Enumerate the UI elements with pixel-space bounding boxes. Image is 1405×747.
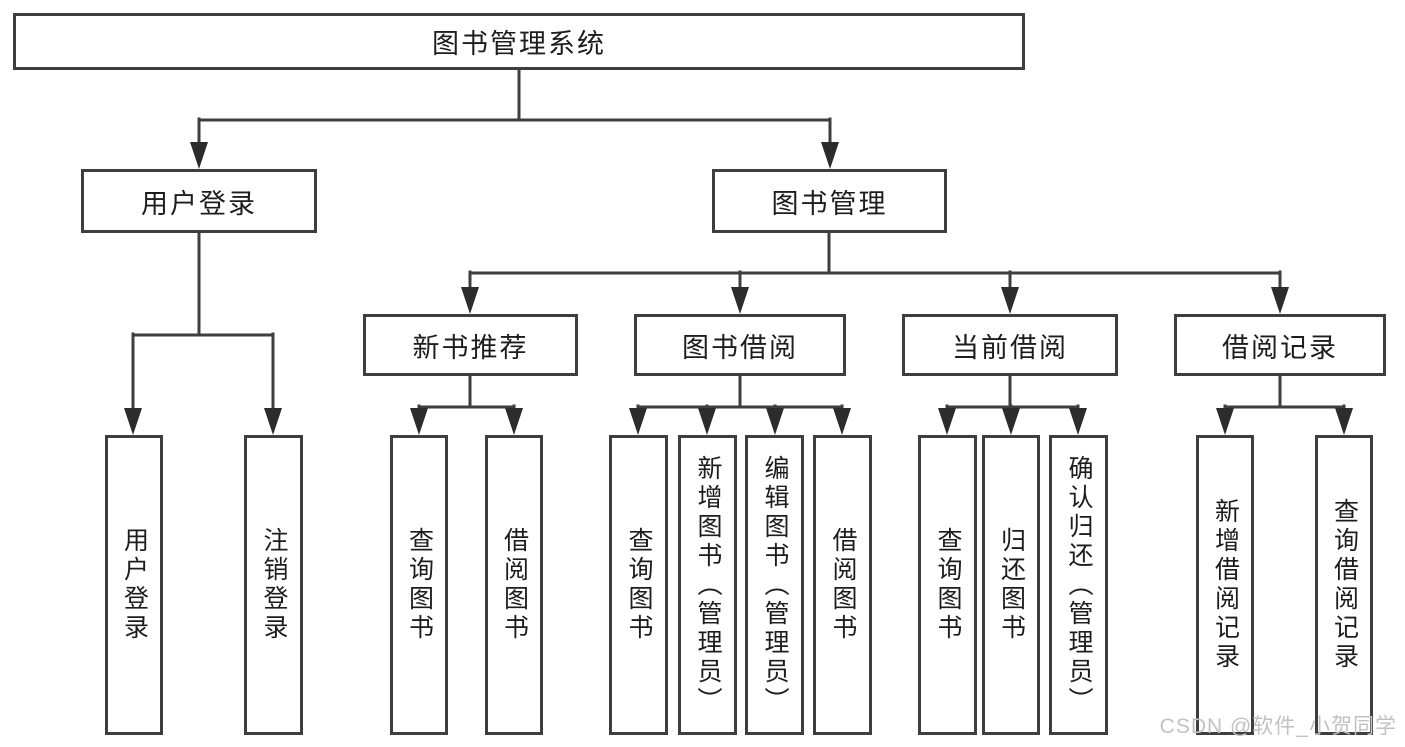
node-book-borrowing-label: 图书借阅 — [682, 332, 798, 363]
leaf-return-books-label: 归还图书 — [997, 527, 1026, 643]
leaf-query-books-current: 查询图书 — [918, 435, 977, 735]
node-root-label: 图书管理系统 — [432, 29, 606, 59]
node-borrowing-records-label: 借阅记录 — [1222, 332, 1338, 363]
leaf-query-books-recommend-label: 查询图书 — [405, 527, 434, 643]
leaf-user-login: 用户登录 — [105, 435, 163, 735]
node-user-login: 用户登录 — [81, 169, 317, 233]
leaf-query-borrow-record-label: 查询借阅记录 — [1330, 498, 1359, 672]
leaf-logout-login: 注销登录 — [244, 435, 303, 735]
leaf-query-books-current-label: 查询图书 — [934, 527, 962, 643]
leaf-edit-books-admin-label: 编辑图书（管理员） — [761, 454, 789, 716]
leaf-borrow-books: 借阅图书 — [813, 435, 872, 735]
node-book-management-label: 图书管理 — [771, 188, 888, 219]
leaf-borrow-books-recommend: 借阅图书 — [485, 435, 543, 735]
watermark: CSDN @软件_小贺同学 — [1159, 715, 1397, 738]
arrowheads — [124, 142, 1353, 435]
node-borrowing-records: 借阅记录 — [1174, 314, 1386, 376]
node-book-management: 图书管理 — [712, 169, 947, 233]
leaf-add-borrow-record-label: 新增借阅记录 — [1211, 498, 1240, 672]
leaf-logout-login-label: 注销登录 — [260, 527, 288, 643]
node-current-borrowing-label: 当前借阅 — [952, 332, 1068, 363]
node-new-book-recommendation-label: 新书推荐 — [412, 332, 529, 363]
leaf-add-books-admin-label: 新增图书（管理员） — [694, 454, 722, 716]
leaf-return-books: 归还图书 — [982, 435, 1040, 735]
leaf-borrow-books-recommend-label: 借阅图书 — [500, 527, 529, 643]
leaf-edit-books-admin: 编辑图书（管理员） — [745, 435, 804, 735]
leaf-confirm-return-admin: 确认归还（管理员） — [1049, 435, 1108, 735]
node-root: 图书管理系统 — [13, 13, 1025, 70]
leaf-borrow-books-label: 借阅图书 — [829, 527, 857, 643]
leaf-query-borrow-record: 查询借阅记录 — [1315, 435, 1373, 735]
node-current-borrowing: 当前借阅 — [902, 314, 1118, 376]
node-user-login-label: 用户登录 — [141, 188, 257, 219]
leaf-query-books-borrow-label: 查询图书 — [625, 527, 653, 643]
leaf-query-books-borrow: 查询图书 — [609, 435, 668, 735]
leaf-add-borrow-record: 新增借阅记录 — [1196, 435, 1254, 735]
leaf-user-login-label: 用户登录 — [120, 527, 149, 643]
node-new-book-recommendation: 新书推荐 — [363, 314, 578, 376]
leaf-confirm-return-admin-label: 确认归还（管理员） — [1065, 454, 1093, 716]
node-book-borrowing: 图书借阅 — [634, 314, 846, 376]
leaf-query-books-recommend: 查询图书 — [390, 435, 448, 735]
leaf-add-books-admin: 新增图书（管理员） — [678, 435, 737, 735]
